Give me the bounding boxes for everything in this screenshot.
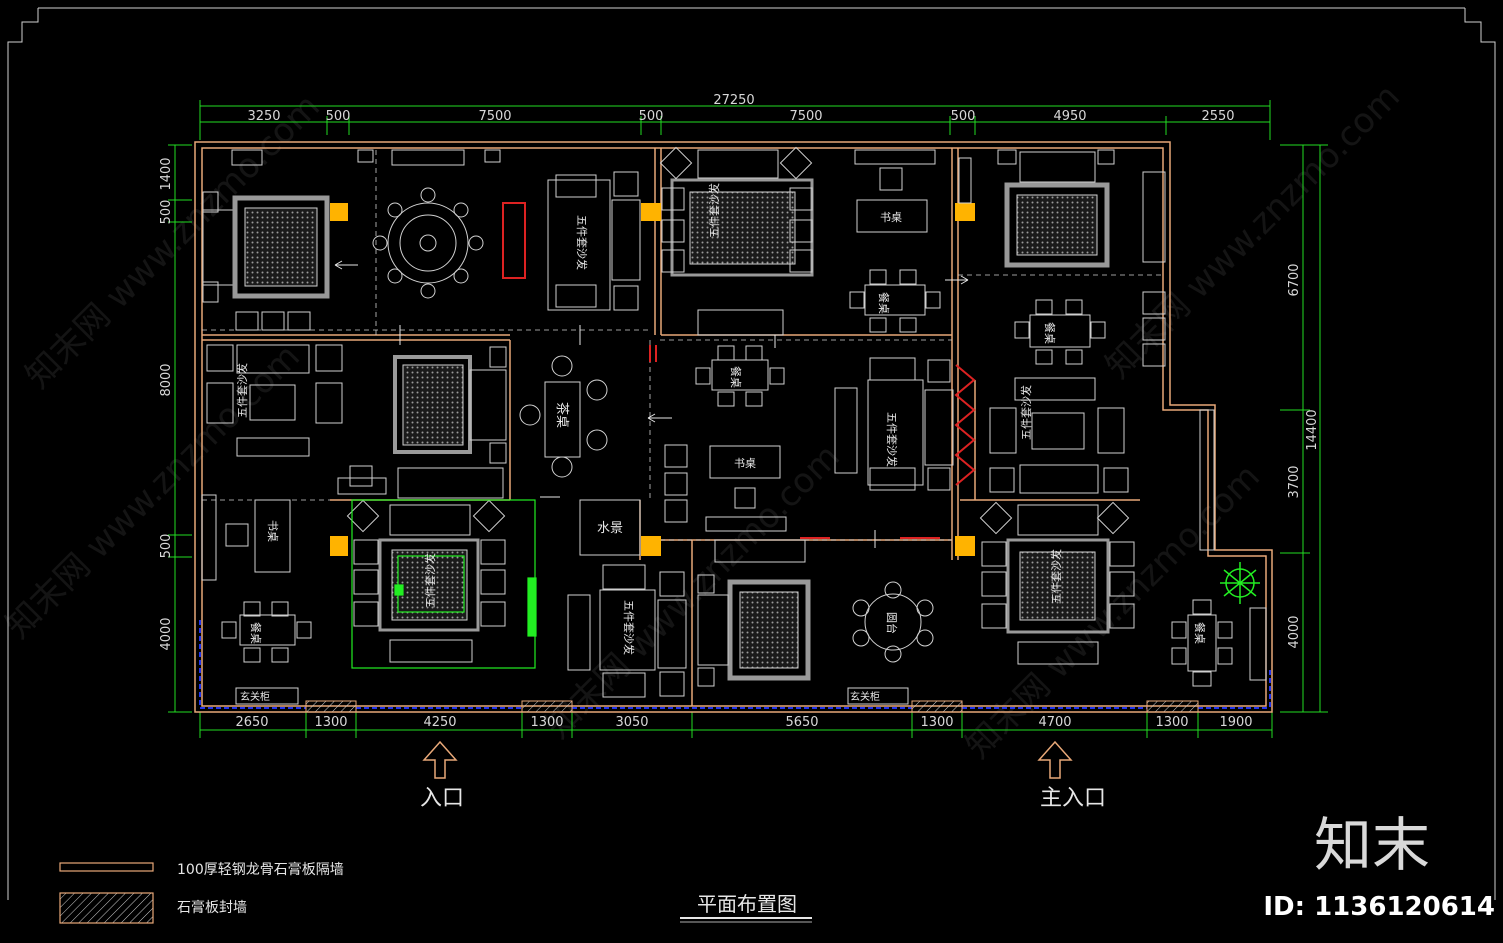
gypsum-board-walls — [305, 700, 1199, 713]
door-swing-markers — [334, 260, 969, 548]
dim-right-3: 4000 — [1287, 615, 1302, 648]
legend-item-2: 石膏板封墙 — [177, 899, 247, 916]
dimension-lines — [168, 100, 1328, 738]
drawing-frame — [7, 7, 1496, 900]
label-round: 圆台 — [885, 612, 899, 634]
dim-left-1: 1400 — [159, 157, 174, 190]
watermark-2: 知末网 www.znzmo.com — [538, 437, 848, 747]
label-entry-cabinet-2: 玄关柜 — [850, 690, 880, 703]
dim-bottom-10: 1900 — [1219, 715, 1252, 730]
label-entry-cabinet-1: 玄关柜 — [240, 690, 270, 703]
glass-storefront — [199, 620, 1271, 709]
brand-logo: 知末 — [1314, 811, 1430, 879]
dim-right-total: 14400 — [1305, 409, 1320, 450]
structural-columns — [330, 203, 975, 556]
label-sofa-3: 五件套沙发 — [235, 363, 249, 418]
room-labels: 五件套沙发 五件套沙发 五件套沙发 五件套沙发 五件套沙发 五件套沙发 五件套沙… — [235, 183, 1207, 703]
label-sofa-6: 五件套沙发 — [423, 553, 437, 608]
dim-bottom-1: 2650 — [235, 715, 268, 730]
label-tea: 茶桌 — [554, 402, 570, 428]
dim-bottom-4: 1300 — [530, 715, 563, 730]
id-text: ID: 1136120614 — [1263, 892, 1495, 922]
label-sofa-1: 五件套沙发 — [575, 215, 589, 270]
label-dining-2: 餐桌 — [1043, 322, 1057, 344]
drawing-title: 平面布置图 — [697, 892, 797, 916]
dim-right-1: 6700 — [1287, 263, 1302, 296]
legend-hatch-swatch — [59, 892, 154, 924]
dim-top-4: 500 — [639, 109, 664, 124]
dim-top-1: 3250 — [247, 109, 280, 124]
label-dining-1: 餐桌 — [877, 292, 891, 314]
dim-bottom-9: 1300 — [1155, 715, 1188, 730]
label-water: 水景 — [597, 521, 623, 536]
label-desk-3: 书桌 — [266, 520, 279, 542]
label-desk-2: 书桌 — [734, 457, 756, 470]
entrance-arrows — [422, 740, 1073, 779]
selected-highlight — [351, 499, 537, 669]
label-sofa-7: 五件套沙发 — [622, 600, 636, 655]
label-dining-4: 餐桌 — [249, 622, 263, 644]
dim-bottom-2: 1300 — [314, 715, 347, 730]
label-sofa-2: 五件套沙发 — [707, 183, 721, 238]
dim-top-2: 500 — [326, 109, 351, 124]
label-desk-1: 书桌 — [880, 211, 902, 224]
dim-top-5: 7500 — [789, 109, 822, 124]
dim-top-6: 500 — [951, 109, 976, 124]
furniture — [201, 146, 1267, 705]
label-sofa-5: 五件套沙发 — [1019, 385, 1033, 440]
dim-left-3: 8000 — [159, 363, 174, 396]
dim-top-8: 2550 — [1201, 109, 1234, 124]
dimension-texts: 27250 3250 500 7500 500 7500 500 4950 25… — [159, 93, 1320, 730]
dim-bottom-5: 3050 — [615, 715, 648, 730]
label-dining-3: 餐桌 — [729, 366, 743, 388]
dim-bottom-6: 5650 — [785, 715, 818, 730]
dim-top-3: 7500 — [478, 109, 511, 124]
dim-top-7: 4950 — [1053, 109, 1086, 124]
dim-top-total: 27250 — [713, 93, 754, 108]
dim-left-2: 500 — [159, 200, 174, 225]
label-sofa-8: 五件套沙发 — [1049, 549, 1063, 604]
plant-icon — [1220, 562, 1260, 604]
label-dining-5: 餐桌 — [1193, 622, 1207, 644]
dim-left-5: 4000 — [159, 617, 174, 650]
dim-left-4: 500 — [159, 534, 174, 559]
main-entrance-label: 主入口 — [1040, 786, 1106, 811]
red-partitions — [502, 202, 976, 539]
dim-bottom-7: 1300 — [920, 715, 953, 730]
legend-line-swatch — [59, 862, 154, 872]
dim-right-2: 3700 — [1287, 465, 1302, 498]
entrance-label: 入口 — [420, 786, 464, 811]
dim-bottom-3: 4250 — [423, 715, 456, 730]
legend-item-1: 100厚轻钢龙骨石膏板隔墙 — [177, 861, 344, 878]
dim-bottom-8: 4700 — [1038, 715, 1071, 730]
label-sofa-4: 五件套沙发 — [885, 412, 899, 467]
legend: 100厚轻钢龙骨石膏板隔墙 石膏板封墙 — [59, 861, 344, 924]
